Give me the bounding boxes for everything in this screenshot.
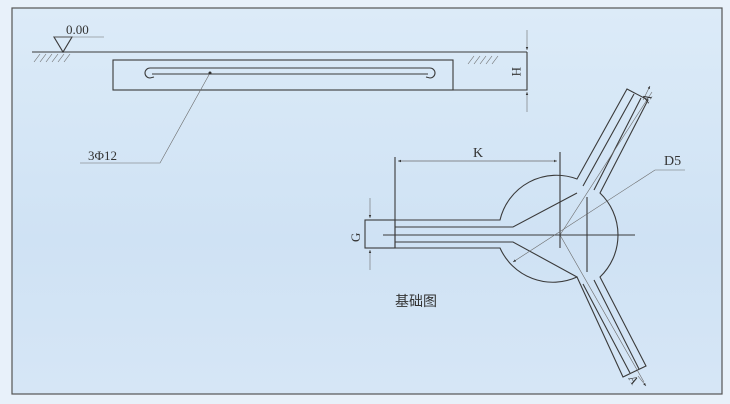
rebar xyxy=(144,67,436,79)
dimension-h: H xyxy=(509,67,524,76)
dimension-g: G xyxy=(348,233,363,242)
dimension-k: K xyxy=(473,146,483,161)
section-view: 0.00 3Φ12 H xyxy=(32,22,529,164)
dimension-d5: D5 xyxy=(664,154,681,169)
rebar-label: 3Φ12 xyxy=(88,148,117,163)
ground-hatch-left xyxy=(33,53,71,63)
elevation-label: 0.00 xyxy=(66,22,89,37)
plan-title: 基础图 xyxy=(395,293,437,310)
foundation-outline xyxy=(395,88,649,378)
drawing-frame xyxy=(11,7,723,395)
plan-view: K G D5 A A 基础图 xyxy=(348,85,685,387)
ground-hatch-right xyxy=(467,55,499,65)
